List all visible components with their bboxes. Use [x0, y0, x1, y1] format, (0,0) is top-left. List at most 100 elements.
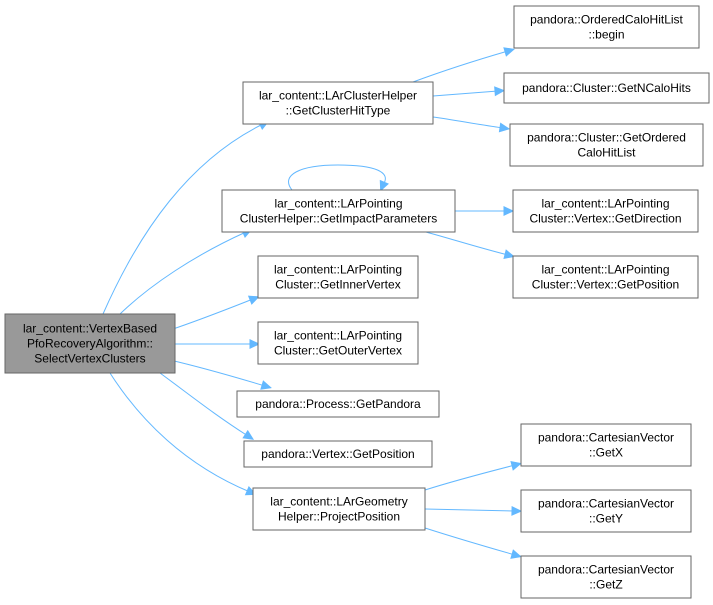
- edge-n12-n15: [424, 527, 522, 559]
- node-label-line: pandora::Vertex::GetPosition: [261, 447, 414, 461]
- node-label-line: ::GetX: [589, 446, 623, 460]
- edge-n12-n13: [424, 461, 522, 491]
- edge-root-n12: [109, 372, 257, 496]
- function-node[interactable]: lar_content::LArPointingCluster::GetOute…: [257, 321, 419, 365]
- arrowhead-icon: [511, 505, 523, 516]
- function-node[interactable]: lar_content::LArClusterHelper::GetCluste…: [242, 81, 434, 125]
- node-label-line: lar_content::VertexBased: [23, 322, 157, 336]
- node-box: [520, 423, 692, 467]
- edge-n1-n3: [432, 86, 506, 97]
- edge-n12-n14: [424, 505, 523, 516]
- function-node[interactable]: pandora::CartesianVector::GetY: [520, 489, 692, 533]
- function-node[interactable]: pandora::CartesianVector::GetZ: [520, 555, 692, 599]
- edge-n1-n2: [412, 47, 515, 83]
- node-box: [257, 321, 419, 365]
- node-label-line: ::begin: [588, 28, 624, 42]
- function-node[interactable]: pandora::OrderedCaloHitList::begin: [513, 5, 700, 49]
- edge-n5-n6: [455, 206, 515, 216]
- node-box: [4, 313, 176, 374]
- edge-root-n8: [169, 295, 260, 331]
- node-label-line: pandora::CartesianVector: [538, 497, 674, 511]
- node-box: [513, 5, 700, 49]
- node-box: [221, 189, 456, 233]
- nodes-layer: lar_content::VertexBasedPfoRecoveryAlgor…: [4, 5, 710, 599]
- arrowhead-icon: [510, 461, 522, 471]
- node-label-line: Cluster::Vertex::GetDirection: [529, 212, 681, 226]
- arrowhead-icon: [242, 429, 255, 440]
- node-box: [512, 189, 699, 233]
- function-node[interactable]: lar_content::LArPointingCluster::Vertex:…: [512, 255, 699, 299]
- edge-line: [412, 50, 509, 83]
- node-label-line: PfoRecoveryAlgorithm::: [27, 337, 153, 351]
- node-box: [509, 123, 704, 167]
- node-label-line: lar_content::LArPointing: [274, 329, 402, 343]
- edge-root-n11: [159, 372, 255, 440]
- node-label-line: Cluster::Vertex::GetPosition: [532, 278, 679, 292]
- edge-line: [169, 359, 266, 387]
- arrowhead-icon: [249, 339, 261, 349]
- arrowhead-icon: [503, 206, 515, 216]
- function-node[interactable]: lar_content::LArPointingCluster::Vertex:…: [512, 189, 699, 233]
- edge-line: [425, 231, 509, 256]
- edge-line: [102, 123, 264, 315]
- node-label-line: CaloHitList: [577, 146, 636, 160]
- function-node[interactable]: lar_content::LArPointingCluster::GetInne…: [257, 255, 419, 299]
- node-label-line: Helper::ProjectPosition: [278, 510, 400, 524]
- node-label-line: Cluster::GetOuterVertex: [274, 344, 402, 358]
- node-box: [520, 555, 692, 599]
- arrowhead-icon: [503, 249, 515, 259]
- edge-line: [432, 116, 504, 129]
- edge-root-n10: [169, 359, 272, 390]
- node-label-line: pandora::Cluster::GetOrdered: [527, 131, 686, 145]
- node-label-line: SelectVertexClusters: [34, 352, 145, 366]
- edge-line: [424, 508, 516, 512]
- node-label-line: lar_content::LArPointing: [274, 197, 402, 211]
- node-label-line: lar_content::LArClusterHelper: [259, 89, 417, 103]
- node-label-line: Cluster::GetInnerVertex: [275, 278, 400, 292]
- edge-line: [424, 527, 516, 556]
- node-box: [243, 440, 433, 468]
- arrowhead-icon: [379, 179, 389, 192]
- edge-line: [288, 164, 386, 191]
- node-label-line: lar_content::LArGeometry: [270, 495, 407, 509]
- node-label-line: pandora::Cluster::GetNCaloHits: [522, 81, 691, 95]
- node-label-line: lar_content::LArPointing: [541, 263, 669, 277]
- edge-line: [159, 372, 249, 437]
- node-box: [236, 390, 440, 418]
- edge-line: [169, 298, 254, 331]
- function-node[interactable]: pandora::Cluster::GetNCaloHits: [503, 72, 710, 104]
- function-node[interactable]: lar_content::LArPointingClusterHelper::G…: [221, 189, 456, 233]
- node-label-line: pandora::OrderedCaloHitList: [530, 13, 683, 27]
- node-box: [503, 72, 710, 104]
- node-box: [512, 255, 699, 299]
- node-box: [520, 489, 692, 533]
- node-label-line: ::GetY: [589, 512, 623, 526]
- node-box: [257, 255, 419, 299]
- function-node[interactable]: pandora::CartesianVector::GetX: [520, 423, 692, 467]
- arrowhead-icon: [247, 295, 260, 305]
- function-node[interactable]: lar_content::LArGeometryHelper::ProjectP…: [252, 487, 426, 531]
- edge-root-n5: [119, 228, 253, 315]
- edges-layer: [102, 47, 523, 559]
- node-label-line: pandora::Process::GetPandora: [255, 397, 421, 411]
- node-box: [252, 487, 426, 531]
- node-label-line: pandora::CartesianVector: [538, 563, 674, 577]
- function-node[interactable]: pandora::Process::GetPandora: [236, 390, 440, 418]
- edge-line: [424, 464, 516, 491]
- node-label-line: pandora::CartesianVector: [538, 431, 674, 445]
- edge-n5-n5: [288, 164, 389, 192]
- edge-n1-n4: [432, 116, 511, 133]
- edge-line: [109, 372, 251, 493]
- edge-root-n9: [170, 339, 261, 349]
- arrowhead-icon: [494, 86, 506, 97]
- arrowhead-icon: [503, 47, 515, 57]
- arrowhead-icon: [260, 380, 272, 390]
- root-function-node[interactable]: lar_content::VertexBasedPfoRecoveryAlgor…: [4, 313, 176, 374]
- node-label-line: ::GetClusterHitType: [286, 104, 391, 118]
- arrowhead-icon: [498, 122, 511, 133]
- edge-line: [119, 231, 247, 315]
- node-label-line: ClusterHelper::GetImpactParameters: [240, 212, 437, 226]
- function-node[interactable]: pandora::Vertex::GetPosition: [243, 440, 433, 468]
